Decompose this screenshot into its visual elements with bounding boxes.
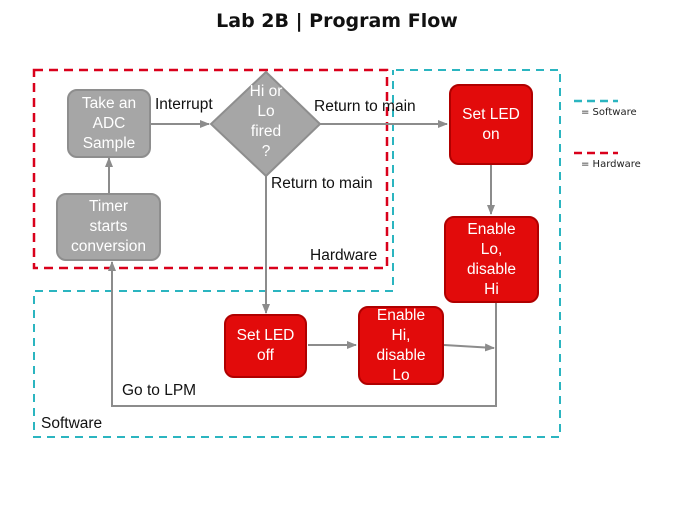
edge-enable-hi-to-merge bbox=[443, 343, 495, 352]
label-return-to-main-down: Return to main bbox=[271, 175, 373, 192]
legend-software: = Software bbox=[581, 107, 637, 118]
hardware-region-border bbox=[32, 68, 389, 270]
label-interrupt: Interrupt bbox=[155, 96, 213, 113]
node-timer-starts-conversion[interactable]: Timer starts conversion bbox=[56, 193, 161, 261]
node-set-led-off[interactable]: Set LED off bbox=[224, 314, 307, 378]
software-region-label: Software bbox=[41, 415, 103, 432]
node-set-led-on[interactable]: Set LED on bbox=[449, 84, 533, 165]
label-return-to-main-right: Return to main bbox=[314, 98, 416, 115]
legend-hardware: = Hardware bbox=[581, 159, 641, 170]
page-title: Lab 2B | Program Flow bbox=[216, 10, 458, 32]
edge-go-to-lpm bbox=[108, 261, 497, 407]
node-take-adc-sample[interactable]: Take an ADC Sample bbox=[67, 89, 151, 158]
decision-label: Hi or Lo fired ? bbox=[249, 83, 283, 160]
node-enable-lo-disable-hi[interactable]: Enable Lo, disable Hi bbox=[444, 216, 539, 303]
hardware-region-label: Hardware bbox=[310, 247, 378, 264]
node-enable-hi-disable-lo[interactable]: Enable Hi, disable Lo bbox=[358, 306, 444, 385]
label-go-to-lpm: Go to LPM bbox=[122, 382, 197, 399]
software-region-border bbox=[33, 69, 561, 438]
